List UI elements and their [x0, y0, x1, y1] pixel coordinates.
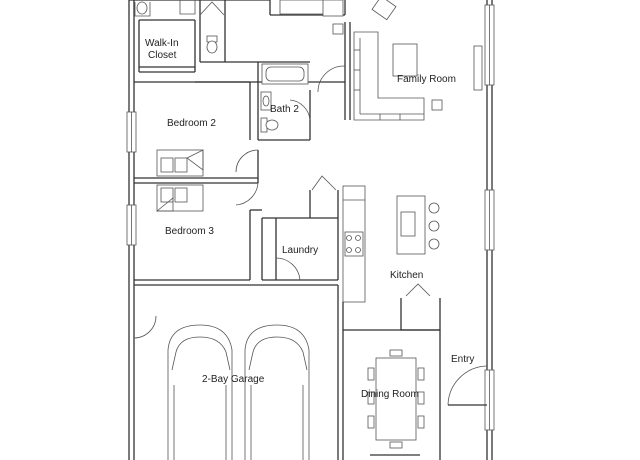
armchair-icon	[332, 0, 397, 35]
walk-in-closet-label: Walk-In	[145, 38, 179, 49]
laundry-walls	[261, 190, 339, 281]
window-right-kitchen	[484, 189, 495, 251]
kitchen-island-icon	[396, 195, 440, 255]
dining-table-icon	[367, 349, 425, 449]
window-right-dining	[484, 369, 495, 431]
garage-walls	[134, 284, 344, 460]
dining-walls	[343, 329, 441, 460]
bedroom-2-door-swing	[235, 149, 259, 173]
bath-2-door-swing	[289, 99, 311, 121]
bath-2-label: Bath 2	[270, 104, 299, 115]
kitchen-label: Kitchen	[390, 270, 423, 281]
laundry-door-swing	[275, 257, 301, 281]
tv-icon	[473, 45, 483, 91]
kitchen-counters	[342, 185, 366, 303]
bedroom-3-closet-icon	[155, 184, 204, 212]
bedroom-3-walls	[134, 209, 262, 281]
entry-door-swing	[447, 365, 488, 406]
window-left-bedroom2	[126, 111, 137, 153]
laundry-label: Laundry	[282, 245, 318, 256]
bathtub-icon	[261, 63, 309, 85]
sectional-sofa-icon	[353, 31, 443, 121]
coffee-table-icon	[392, 43, 418, 77]
window-right-top	[484, 4, 495, 86]
family-room-door-swing	[317, 65, 346, 93]
family-room-label: Family Room	[397, 74, 456, 85]
master-sink-icon	[134, 0, 225, 17]
dining-room-label: Dining Room	[361, 389, 419, 400]
hall-closet-door-swing	[311, 175, 337, 191]
bedroom-3-label: Bedroom 3	[165, 226, 214, 237]
bedroom-3-door-swing	[235, 182, 259, 206]
pantry-icon	[400, 283, 441, 331]
entry-label: Entry	[451, 354, 474, 365]
garage-label: 2-Bay Garage	[202, 374, 265, 385]
car-icon	[244, 324, 310, 460]
walk-in-closet-label: Closet	[148, 50, 177, 61]
bedroom-2-walls	[134, 81, 259, 184]
window-left-bedroom3	[126, 204, 137, 246]
car-icon	[167, 324, 233, 460]
bath-2-toilet-icon	[260, 117, 279, 133]
bedroom-2-label: Bedroom 2	[167, 118, 216, 129]
bath-2-sink-icon	[260, 91, 272, 111]
garage-door-swing	[133, 315, 157, 339]
bedroom-2-closet-icon	[156, 149, 204, 177]
walk-in-closet-walls	[138, 0, 258, 73]
master-toilet-icon	[206, 35, 218, 54]
bed-icon	[279, 0, 344, 17]
